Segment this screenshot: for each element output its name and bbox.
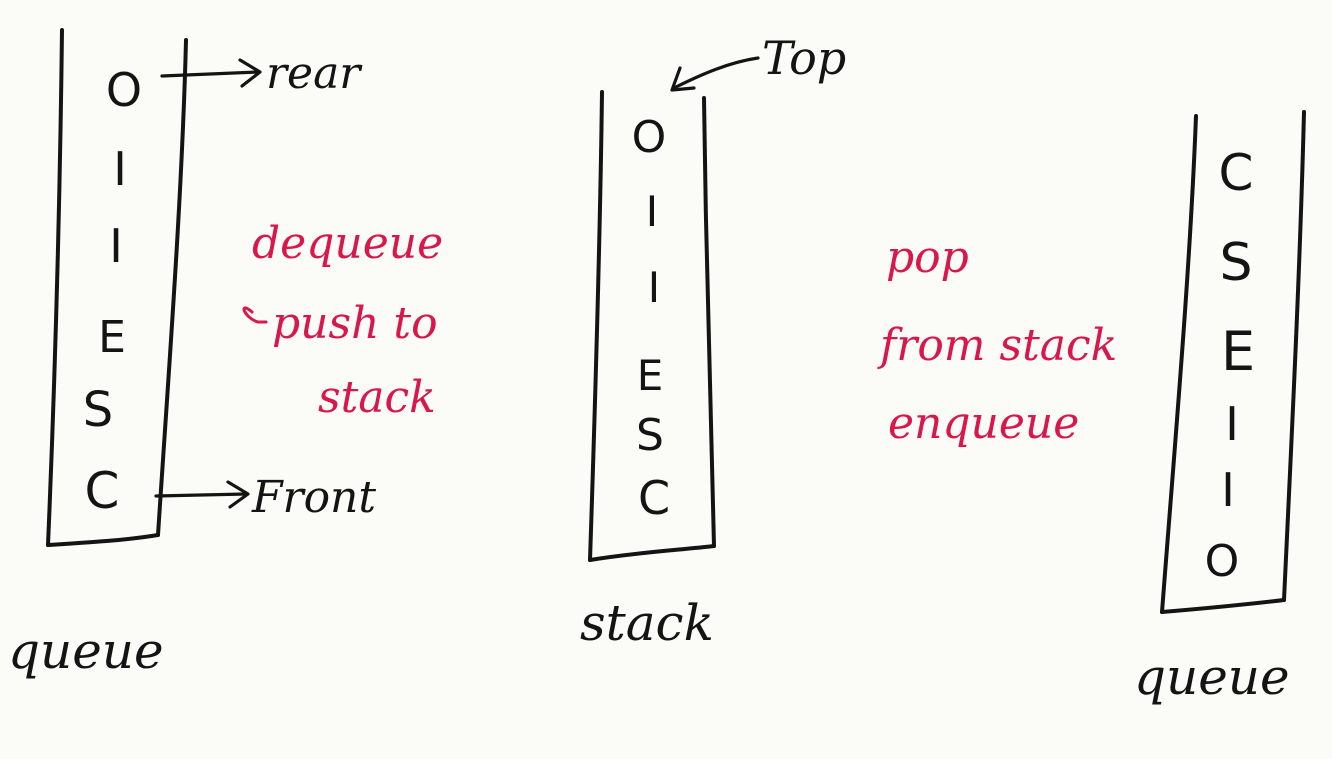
- rear-arrow: [160, 58, 262, 88]
- stack-wall-left: [588, 90, 604, 562]
- step1-note-line2: push to: [272, 298, 438, 349]
- queue-right-base: [1160, 598, 1286, 614]
- step2-note-line3: enqueue: [888, 398, 1079, 449]
- queue-left-item: C: [85, 462, 120, 520]
- front-arrow: [154, 480, 250, 509]
- queue-right-item: S: [1219, 233, 1252, 293]
- step1-note-hook-arrow: [242, 306, 268, 324]
- queue-right-item: I: [1221, 463, 1235, 517]
- queue-right-item: O: [1205, 536, 1240, 587]
- queue-left: O I I E S C rear Front queue: [8, 28, 376, 680]
- step2-note-line1: pop: [886, 232, 969, 283]
- front-arrow-head: [226, 480, 250, 509]
- queue-left-item: I: [113, 142, 127, 196]
- stack-item: E: [637, 351, 664, 400]
- queue-right-item: E: [1221, 320, 1255, 383]
- queue-right-caption: queue: [1134, 648, 1290, 706]
- queue-right-wall-right: [1282, 110, 1306, 602]
- top-label: Top: [762, 31, 846, 85]
- queue-left-wall-right: [156, 38, 188, 537]
- front-label: Front: [251, 472, 376, 523]
- stack-item: I: [646, 187, 658, 236]
- stack-caption: stack: [580, 594, 714, 652]
- top-arrow: [670, 56, 760, 92]
- queue-left-item: S: [83, 382, 113, 438]
- queue-left-wall-left: [46, 28, 64, 547]
- step1-note-line1: dequeue: [252, 218, 443, 269]
- rear-label: rear: [266, 48, 363, 99]
- stack-item: I: [648, 263, 660, 312]
- queue-left-item: I: [109, 219, 123, 273]
- rear-arrow-head: [238, 58, 262, 88]
- queue-right-wall-left: [1160, 114, 1198, 614]
- queue-right-item: I: [1225, 397, 1239, 451]
- top-arrow-shaft: [672, 56, 760, 90]
- stack-wall-right: [702, 96, 716, 548]
- queue-left-caption: queue: [8, 622, 164, 680]
- stack-item: O: [632, 112, 667, 163]
- queue-right: C S E I I O queue: [1134, 110, 1306, 706]
- rear-arrow-shaft: [160, 70, 260, 78]
- stack: O I I E S C Top stack: [580, 31, 846, 652]
- queue-left-base: [46, 533, 160, 547]
- stack-item: C: [638, 471, 670, 525]
- front-arrow-shaft: [154, 492, 248, 498]
- stack-item: S: [636, 410, 664, 461]
- queue-left-item: E: [98, 312, 126, 363]
- queue-left-item: O: [106, 63, 142, 117]
- step1-note-line3: stack: [318, 372, 436, 423]
- step2-note: pop from stack enqueue: [877, 232, 1117, 449]
- top-arrow-head: [670, 66, 696, 92]
- step1-note: dequeue push to stack: [242, 218, 443, 423]
- step2-note-line2: from stack: [877, 320, 1117, 371]
- stack-base: [588, 544, 716, 562]
- queue-right-item: C: [1219, 144, 1254, 202]
